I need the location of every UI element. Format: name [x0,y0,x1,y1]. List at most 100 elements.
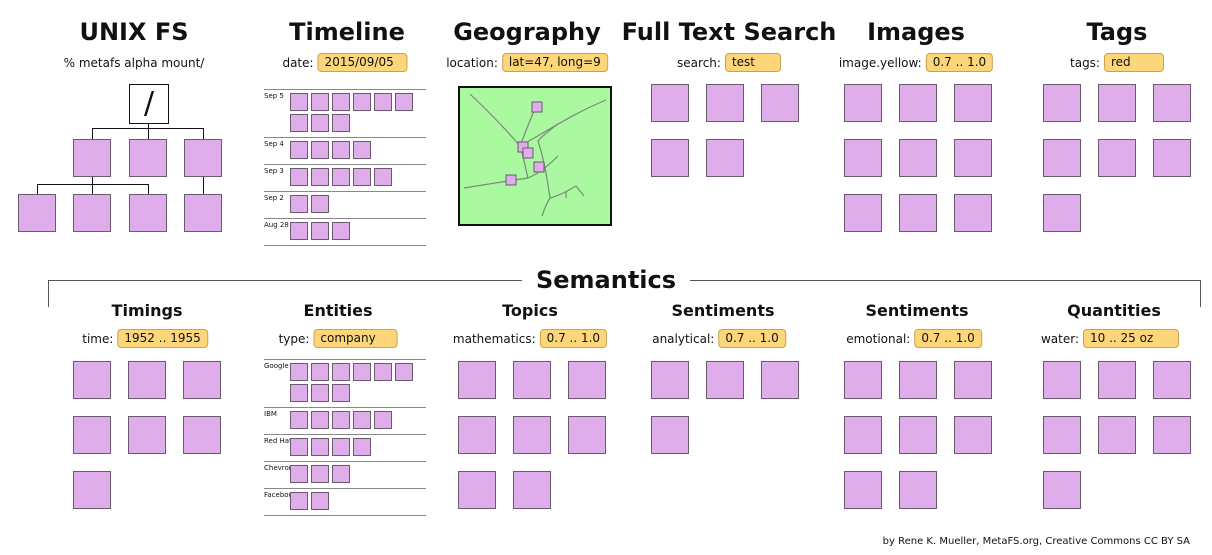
tags-result-item[interactable] [1098,139,1136,177]
geography-query-value[interactable]: lat=47, long=9 [501,53,608,72]
sentiments-emotional-result-item[interactable] [954,416,992,454]
entities-query-value[interactable]: company [313,329,398,348]
entities-row-item[interactable] [290,363,308,381]
topics-result-item[interactable] [568,361,606,399]
timeline-query-value[interactable]: 2015/09/05 [317,53,408,72]
unix-file-node[interactable] [18,194,56,232]
timeline-row-item[interactable] [332,222,350,240]
fulltext-result-item[interactable] [651,139,689,177]
timings-result-item[interactable] [128,416,166,454]
sentiments-analytical-query-value[interactable]: 0.7 .. 1.0 [718,329,786,348]
entities-row-item[interactable] [332,465,350,483]
sentiments-analytical-result-item[interactable] [761,361,799,399]
timeline-row-item[interactable] [311,93,329,111]
sentiments-emotional-result-item[interactable] [844,471,882,509]
timings-result-item[interactable] [73,361,111,399]
unix-folder-node[interactable] [73,139,111,177]
entities-row-item[interactable] [290,411,308,429]
fulltext-query-value[interactable]: test [724,53,781,72]
timeline-row-item[interactable] [332,141,350,159]
timings-query-value[interactable]: 1952 .. 1955 [117,329,208,348]
timeline-row-item[interactable] [353,93,371,111]
entities-row-item[interactable] [290,492,308,510]
sentiments-emotional-result-item[interactable] [899,361,937,399]
timeline-row-item[interactable] [374,93,392,111]
sentiments-emotional-result-item[interactable] [899,471,937,509]
topics-result-item[interactable] [513,471,551,509]
sentiments-emotional-query-value[interactable]: 0.7 .. 1.0 [914,329,982,348]
entities-row-item[interactable] [332,411,350,429]
timings-result-item[interactable] [183,416,221,454]
sentiments-analytical-result-item[interactable] [651,361,689,399]
topics-result-item[interactable] [458,361,496,399]
sentiments-analytical-result-item[interactable] [651,416,689,454]
entities-row-item[interactable] [332,363,350,381]
entities-row-item[interactable] [311,492,329,510]
images-result-item[interactable] [954,84,992,122]
quantities-result-item[interactable] [1043,361,1081,399]
timeline-row-item[interactable] [290,168,308,186]
topics-result-item[interactable] [513,361,551,399]
timeline-row-item[interactable] [290,195,308,213]
entities-row-item[interactable] [374,363,392,381]
entities-row-item[interactable] [311,465,329,483]
topics-query-value[interactable]: 0.7 .. 1.0 [539,329,608,348]
timeline-row-item[interactable] [311,195,329,213]
tags-result-item[interactable] [1043,194,1081,232]
entities-row-item[interactable] [311,438,329,456]
timings-result-item[interactable] [128,361,166,399]
timings-result-item[interactable] [73,416,111,454]
unix-file-node[interactable] [184,194,222,232]
images-result-item[interactable] [844,194,882,232]
timeline-row-item[interactable] [332,93,350,111]
tags-result-item[interactable] [1098,84,1136,122]
unix-root-node[interactable]: / [129,84,169,124]
fulltext-result-item[interactable] [706,139,744,177]
timings-result-item[interactable] [73,471,111,509]
timeline-row-item[interactable] [290,222,308,240]
entities-row-item[interactable] [290,438,308,456]
images-result-item[interactable] [844,139,882,177]
images-result-item[interactable] [899,139,937,177]
quantities-result-item[interactable] [1153,361,1191,399]
timeline-row-item[interactable] [311,222,329,240]
entities-row-item[interactable] [353,363,371,381]
topics-result-item[interactable] [513,416,551,454]
sentiments-emotional-result-item[interactable] [844,361,882,399]
entities-row-item[interactable] [332,438,350,456]
timeline-row-item[interactable] [332,168,350,186]
quantities-result-item[interactable] [1043,471,1081,509]
images-result-item[interactable] [899,194,937,232]
fulltext-result-item[interactable] [651,84,689,122]
entities-row-item[interactable] [395,363,413,381]
timeline-row-item[interactable] [290,141,308,159]
timeline-row-item[interactable] [374,168,392,186]
images-result-item[interactable] [844,84,882,122]
sentiments-analytical-result-item[interactable] [706,361,744,399]
timeline-row-item[interactable] [353,168,371,186]
timeline-row-item[interactable] [290,114,308,132]
timeline-row-item[interactable] [353,141,371,159]
unix-file-node[interactable] [73,194,111,232]
tags-query-value[interactable]: red [1103,53,1164,72]
entities-row-item[interactable] [353,411,371,429]
tags-result-item[interactable] [1153,139,1191,177]
entities-row-item[interactable] [332,384,350,402]
sentiments-emotional-result-item[interactable] [899,416,937,454]
entities-row-item[interactable] [374,411,392,429]
images-result-item[interactable] [899,84,937,122]
images-query-value[interactable]: 0.7 .. 1.0 [925,53,994,72]
unix-folder-node[interactable] [129,139,167,177]
quantities-result-item[interactable] [1098,416,1136,454]
entities-row-item[interactable] [290,465,308,483]
sentiments-emotional-result-item[interactable] [844,416,882,454]
timeline-row-item[interactable] [290,93,308,111]
quantities-result-item[interactable] [1153,416,1191,454]
quantities-query-value[interactable]: 10 .. 25 oz [1083,329,1180,348]
entities-row-item[interactable] [353,438,371,456]
timings-result-item[interactable] [183,361,221,399]
sentiments-emotional-result-item[interactable] [954,361,992,399]
topics-result-item[interactable] [458,471,496,509]
topics-result-item[interactable] [568,416,606,454]
fulltext-result-item[interactable] [761,84,799,122]
